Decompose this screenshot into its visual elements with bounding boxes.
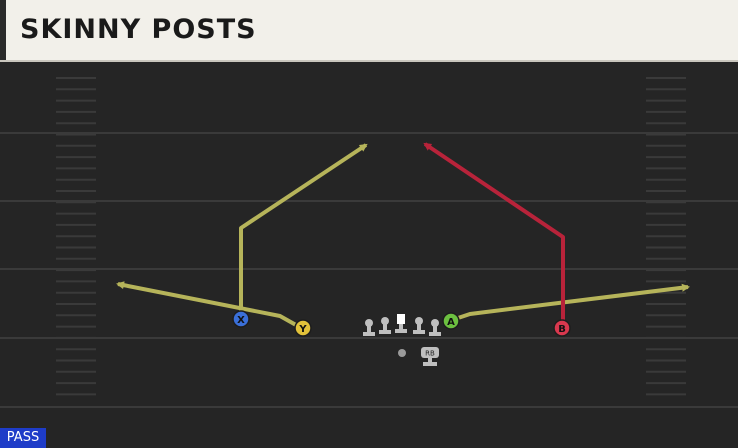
player-b[interactable]: B (553, 319, 571, 337)
field (0, 62, 738, 448)
player-y-label: Y (298, 324, 307, 335)
player-x-label: X (237, 315, 245, 326)
play-header: SKINNY POSTS (0, 0, 738, 60)
hash-marks (56, 77, 686, 396)
play-title: SKINNY POSTS (20, 14, 257, 45)
player-a[interactable]: A (442, 312, 460, 330)
player-b-label: B (558, 324, 566, 335)
running-back-icon: RB (421, 347, 439, 366)
routes (116, 142, 690, 327)
rb-label: RB (425, 350, 435, 358)
yard-lines (0, 132, 738, 408)
lineman-icon (379, 317, 391, 334)
route-y-flat (116, 281, 297, 327)
lineman-icon (363, 319, 375, 336)
player-a-label: A (447, 317, 455, 328)
route-x-post (239, 143, 368, 312)
header-accent (0, 0, 6, 60)
lineman-icon (429, 319, 441, 336)
route-b-post (423, 142, 565, 320)
player-y[interactable]: Y (294, 319, 312, 337)
center-icon (395, 314, 407, 333)
quarterback-icon (398, 349, 406, 357)
offensive-line (363, 314, 441, 336)
lineman-icon (413, 317, 425, 334)
player-x[interactable]: X (232, 310, 250, 328)
pass-badge: PASS (0, 428, 46, 448)
